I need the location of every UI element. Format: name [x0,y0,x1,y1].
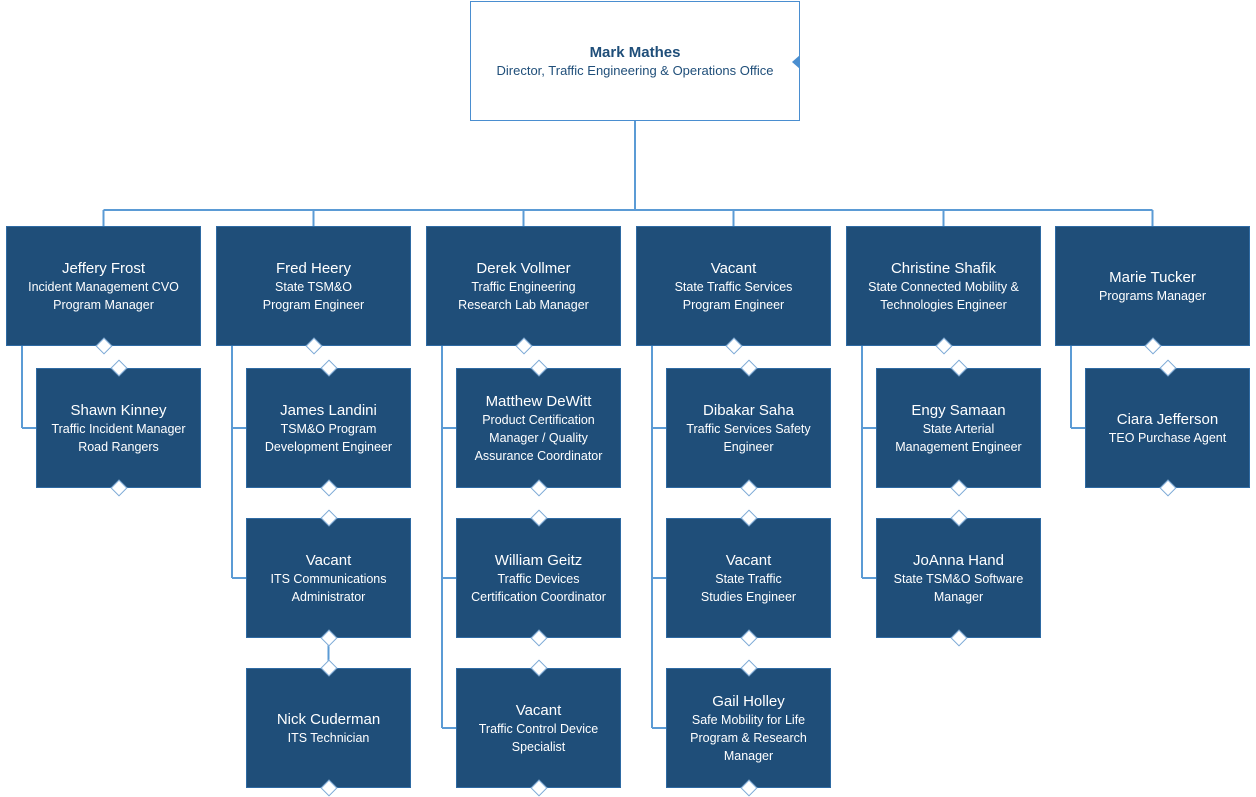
node-title: ITS Communications Administrator [270,571,387,604]
node-name: Shawn Kinney [70,401,167,419]
node-title: Incident Management CVO Program Manager [28,279,179,312]
node-title: State TSM&O Software Manager [893,571,1024,604]
node-title: Traffic Control Device Specialist [478,721,599,754]
collapse-toggle-icon[interactable] [792,55,800,69]
node-title: Traffic Engineering Research Lab Manager [458,279,589,312]
node-name: Derek Vollmer [476,259,571,277]
node-title: State TSM&O Program Engineer [262,279,365,312]
node-title: Traffic Incident Manager Road Rangers [51,421,186,454]
node-title: Programs Manager [1099,288,1206,303]
node-title: Traffic Services Safety Engineer [686,421,811,454]
node-name: Marie Tucker [1109,268,1196,286]
node-name: Mark Mathes [589,43,681,61]
node-name: Vacant [515,701,562,719]
node-name: Ciara Jefferson [1116,410,1219,428]
node-title: ITS Technician [287,730,370,745]
node-name: William Geitz [494,551,583,569]
node-name: Vacant [710,259,757,277]
node-name: James Landini [280,401,377,419]
node-title: Product Certification Manager / Quality … [474,412,603,463]
node-title: State Traffic Services Program Engineer [674,279,793,312]
node-title: State Traffic Studies Engineer [700,571,797,604]
node-title: Safe Mobility for Life Program & Researc… [690,712,807,763]
node-title: TSM&O Program Development Engineer [264,421,393,454]
node-title: State Arterial Management Engineer [895,421,1022,454]
root-node[interactable]: Mark Mathes Director, Traffic Engineerin… [470,1,800,121]
node-name: Nick Cuderman [276,710,381,728]
node-title: Traffic Devices Certification Coordinato… [471,571,606,604]
node-name: Jeffery Frost [61,259,146,277]
node-name: Vacant [305,551,352,569]
node-name: Engy Samaan [911,401,1006,419]
node-name: Christine Shafik [890,259,997,277]
node-title: Director, Traffic Engineering & Operatio… [496,62,774,78]
node-name: Gail Holley [712,692,785,710]
node-title: TEO Purchase Agent [1108,430,1227,445]
node-name: Fred Heery [275,259,352,277]
node-name: Vacant [725,551,772,569]
node-title: State Connected Mobility & Technologies … [868,279,1019,312]
node-name: Dibakar Saha [703,401,794,419]
node-name: JoAnna Hand [913,551,1004,569]
node-name: Matthew DeWitt [485,392,592,410]
